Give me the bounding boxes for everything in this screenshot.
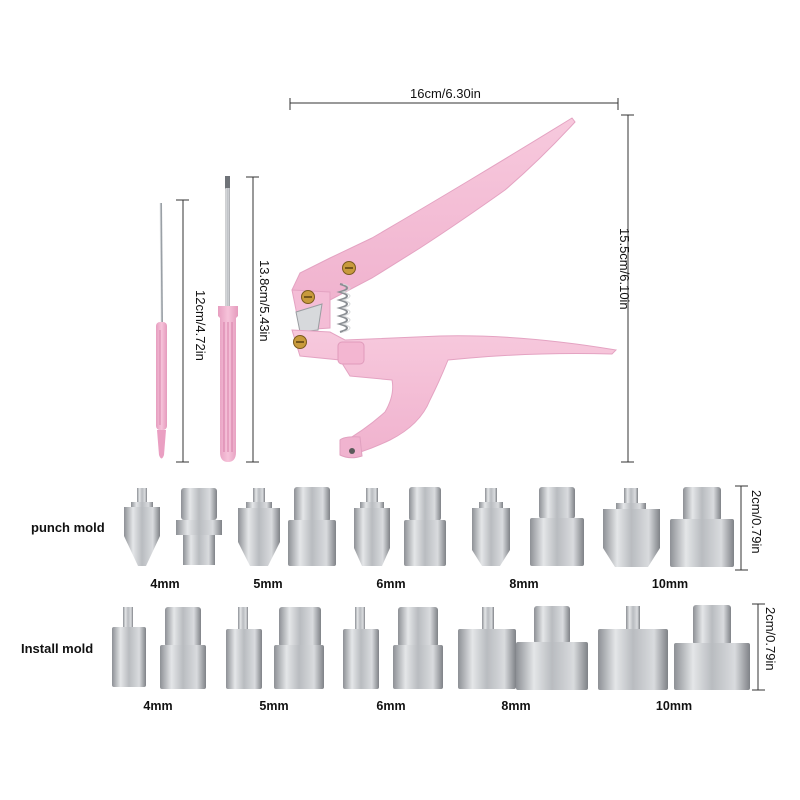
- punch-mold-4mm-female: [176, 488, 222, 565]
- install-mold-5mm-male: [226, 607, 262, 689]
- install-size-label: 4mm: [143, 699, 173, 713]
- height-dimension-line: [621, 114, 634, 463]
- awl: [156, 202, 167, 459]
- install-mold-6mm-male: [343, 607, 379, 689]
- tool-height-label: 15.5cm/6.10in: [617, 228, 632, 310]
- install-mold-10mm-female: [674, 605, 750, 690]
- install-mold-8mm-male: [458, 607, 516, 689]
- punch-mold-10mm-male: [603, 488, 660, 567]
- punch-mold-4mm-male: [124, 488, 160, 566]
- punch-mold-6mm-male: [354, 488, 390, 566]
- install-mold-6mm-female: [393, 607, 443, 689]
- punch-mold-5mm-male: [238, 488, 280, 566]
- install-mold-4mm-female: [160, 607, 206, 689]
- install-mold-row: [112, 605, 750, 690]
- spring: [336, 283, 351, 333]
- punch-mold-10mm-female: [670, 487, 734, 567]
- install-mold-4mm-male: [112, 607, 146, 687]
- tool-width-label: 16cm/6.30in: [410, 86, 481, 101]
- width-dimension-line: [289, 98, 619, 110]
- punch-size-label: 4mm: [150, 577, 180, 591]
- install-mold-label: Install mold: [21, 641, 94, 656]
- awl-dimension-line: [176, 199, 189, 463]
- snap-pliers: [291, 117, 618, 459]
- punch-mold-6mm-female: [404, 487, 446, 566]
- install-mold-height-label: 2cm/0.79in: [763, 607, 778, 671]
- punch-mold-8mm-female: [530, 487, 584, 566]
- screwdriver-length-label: 13.8cm/5.43in: [257, 260, 272, 342]
- screwdriver-dimension-line: [246, 176, 259, 463]
- punch-size-label: 8mm: [509, 577, 539, 591]
- screwdriver: [218, 176, 238, 462]
- install-mold-8mm-female: [516, 606, 588, 690]
- punch-row-dimension-line: [735, 485, 748, 571]
- install-size-label: 6mm: [376, 699, 406, 713]
- punch-size-label: 6mm: [376, 577, 406, 591]
- install-size-label: 5mm: [259, 699, 289, 713]
- punch-size-label: 10mm: [651, 577, 689, 591]
- install-mold-10mm-male: [598, 606, 668, 690]
- punch-size-label: 5mm: [253, 577, 283, 591]
- punch-mold-8mm-male: [472, 488, 510, 566]
- punch-mold-label: punch mold: [31, 520, 105, 535]
- punch-mold-row: [124, 487, 734, 567]
- install-size-label: 10mm: [655, 699, 693, 713]
- install-row-dimension-line: [752, 603, 765, 691]
- awl-length-label: 12cm/4.72in: [193, 290, 208, 361]
- punch-mold-5mm-female: [288, 487, 336, 566]
- install-size-label: 8mm: [501, 699, 531, 713]
- punch-mold-height-label: 2cm/0.79in: [749, 490, 764, 554]
- install-mold-5mm-female: [274, 607, 324, 689]
